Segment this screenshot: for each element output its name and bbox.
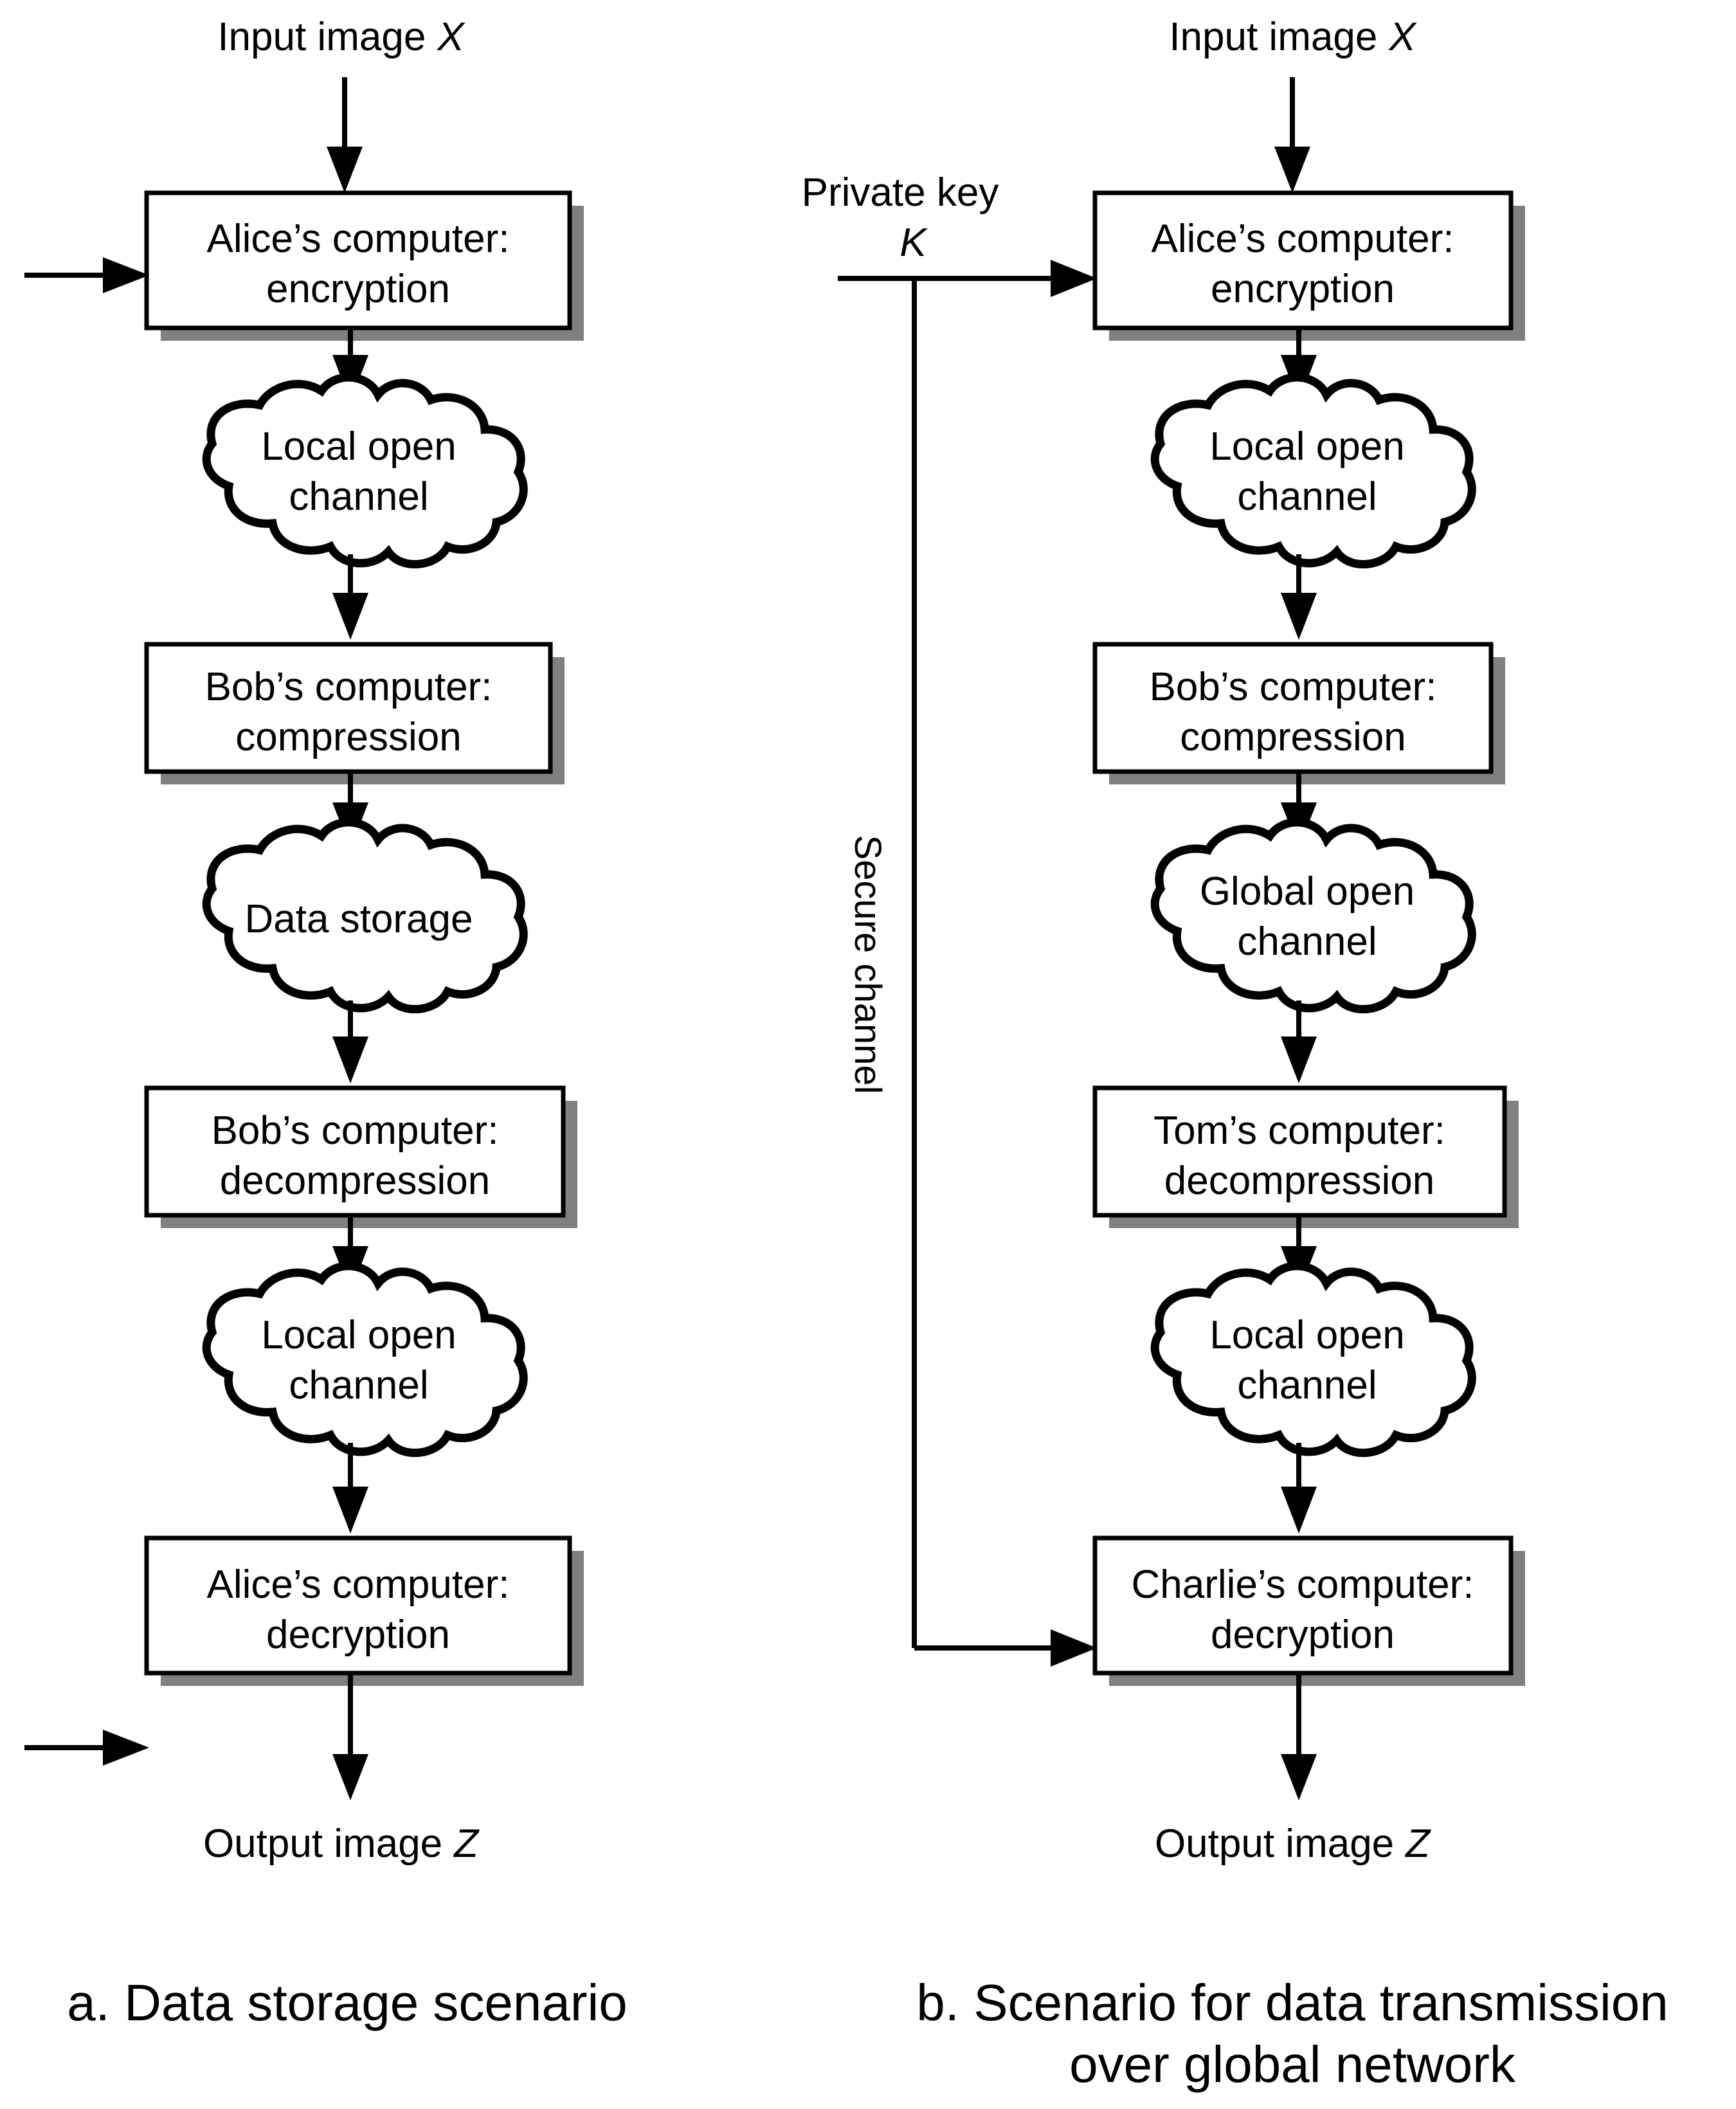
panel-a-cloud-1[interactable] bbox=[202, 373, 528, 568]
panel-a-cloud-3[interactable] bbox=[202, 1262, 528, 1457]
panel-a-side-input-encryption-arrowhead bbox=[103, 257, 149, 293]
panel-b-key-arrowhead-bottom bbox=[1051, 1629, 1097, 1667]
panel-b-node-2-line2: compression bbox=[1180, 715, 1406, 759]
panel-b-cloud-3-line1: Local open bbox=[1209, 1313, 1404, 1357]
panel-a-cloud-1-line1: Local open bbox=[261, 424, 456, 469]
panel-b-arrowhead-input bbox=[1274, 147, 1310, 193]
panel-b-node-2-line1: Bob’s computer: bbox=[1150, 665, 1437, 709]
panel-a-node-1-box[interactable] bbox=[144, 190, 572, 330]
panel-b-arrowhead-4 bbox=[1281, 1036, 1317, 1083]
panel-b-secure-channel-label: Secure channel bbox=[847, 835, 889, 1094]
panel-a-node-3-line1: Bob’s computer: bbox=[212, 1109, 499, 1153]
panel-a-arrowhead-2 bbox=[332, 593, 368, 640]
panel-a-node-3-line2: decompression bbox=[220, 1159, 490, 1203]
panel-a-arrowhead-6 bbox=[332, 1487, 368, 1534]
panel-b-node-1-line1: Alice’s computer: bbox=[1152, 217, 1454, 261]
panel-b-caption-line2: over global network bbox=[1069, 2036, 1516, 2093]
panel-a-cloud-2-line1: Data storage bbox=[245, 897, 473, 941]
panel-a-node-4-line1: Alice’s computer: bbox=[207, 1562, 510, 1607]
panel-b-arrowhead-6 bbox=[1281, 1487, 1317, 1534]
panel-a-cloud-1-line2: channel bbox=[289, 475, 428, 519]
panel-b-cloud-1-line1: Local open bbox=[1209, 424, 1404, 469]
panel-a-arrowhead-input bbox=[327, 147, 363, 193]
panel-b-node-1-line2: encryption bbox=[1211, 267, 1395, 311]
panel-a-caption: a. Data storage scenario bbox=[67, 1974, 628, 2031]
panel-b-arrowhead-output bbox=[1281, 1754, 1317, 1800]
panel-b-cloud-1[interactable] bbox=[1150, 373, 1476, 568]
panel-b-node-4-line1: Charlie’s computer: bbox=[1132, 1562, 1474, 1607]
panel-b-cloud-3[interactable] bbox=[1150, 1262, 1476, 1457]
panel-b-cloud-2-line2: channel bbox=[1237, 919, 1377, 964]
panel-a-node-4-line2: decryption bbox=[266, 1613, 450, 1657]
panel-a-node-1-line2: encryption bbox=[266, 267, 450, 311]
panel-b-node-2-box[interactable] bbox=[1092, 642, 1494, 774]
panel-a-node-2-line2: compression bbox=[235, 715, 461, 759]
panel-b-node-4-box[interactable] bbox=[1092, 1535, 1514, 1676]
panel-b-cloud-2[interactable] bbox=[1150, 818, 1476, 1013]
panel-a-arrowhead-4 bbox=[332, 1036, 368, 1083]
panel-a-cloud-2[interactable] bbox=[202, 818, 528, 1013]
panel-a-cloud-3-line1: Local open bbox=[261, 1313, 456, 1357]
panel-a-arrowhead-output bbox=[332, 1754, 368, 1800]
panel-a-node-2-line1: Bob’s computer: bbox=[205, 665, 493, 709]
panel-b-private-key-symbol: K bbox=[900, 221, 928, 265]
panel-b-node-1-box[interactable] bbox=[1092, 190, 1514, 330]
panel-b-caption-line1: b. Scenario for data transmission bbox=[916, 1974, 1668, 2031]
panel-a-node-3-box[interactable] bbox=[144, 1085, 566, 1218]
panel-a-side-input-decryption-arrowhead bbox=[103, 1730, 149, 1766]
panel-a-node-4-box[interactable] bbox=[144, 1535, 572, 1676]
panel-b-cloud-1-line2: channel bbox=[1237, 475, 1377, 519]
panel-a-node-2-box[interactable] bbox=[144, 642, 553, 774]
panel-b-cloud-3-line2: channel bbox=[1237, 1363, 1377, 1408]
panel-b-node-3-line2: decompression bbox=[1164, 1159, 1434, 1203]
panel-b-arrowhead-2 bbox=[1281, 593, 1317, 640]
panel-b-node-4-line2: decryption bbox=[1211, 1613, 1395, 1657]
panel-a-cloud-3-line2: channel bbox=[289, 1363, 428, 1408]
panel-b-private-key-label: Private key bbox=[802, 170, 999, 215]
panel-b-node-3-line1: Tom’s computer: bbox=[1153, 1109, 1445, 1153]
panel-a-node-1-line1: Alice’s computer: bbox=[207, 217, 510, 261]
panel-b-key-arrowhead-top bbox=[1051, 260, 1097, 297]
panel-b-cloud-2-line1: Global open bbox=[1200, 869, 1415, 914]
